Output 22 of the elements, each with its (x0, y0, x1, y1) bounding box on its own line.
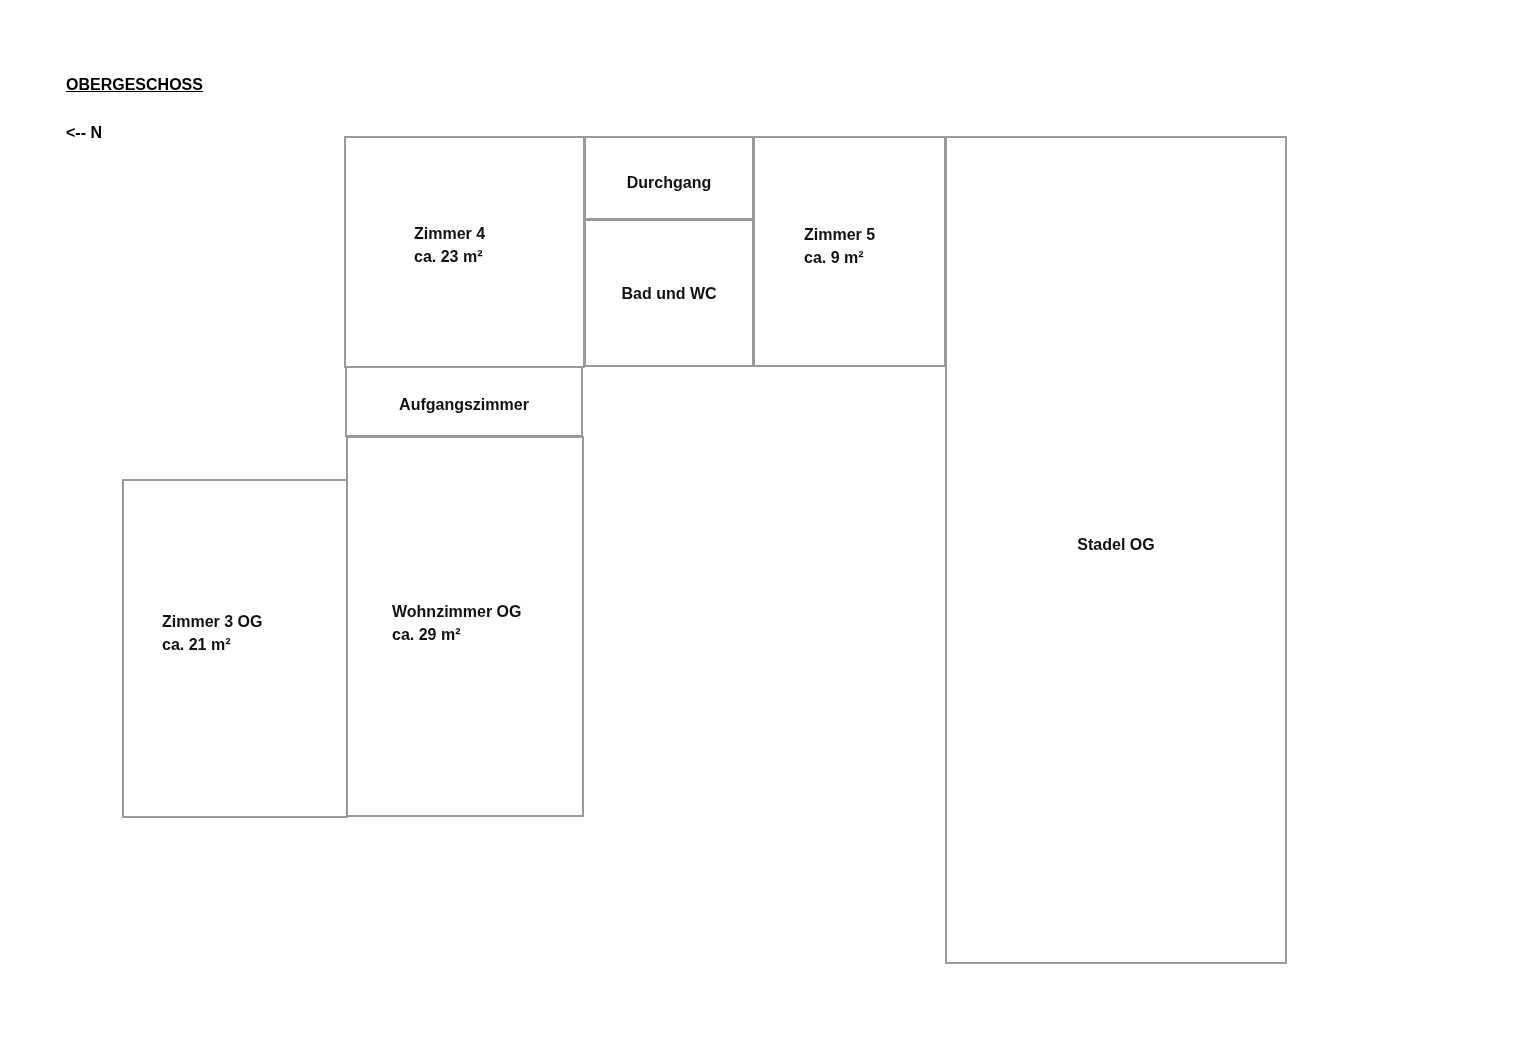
room-outline (345, 366, 583, 437)
room-name: Wohnzimmer OG (392, 602, 522, 622)
room-outline (344, 136, 585, 368)
north-indicator: <-- N (66, 124, 102, 142)
room-area: ca. 23 m² (414, 245, 486, 268)
room-name: Zimmer 3 OG (162, 612, 263, 632)
room-area: ca. 9 m² (804, 246, 876, 269)
room-outline (584, 219, 754, 367)
room-outline (584, 136, 754, 220)
room-name: Durchgang (625, 173, 713, 193)
room-outline (945, 136, 1287, 964)
room-name: Zimmer 4 (414, 224, 486, 244)
room-name: Aufgangszimmer (398, 395, 530, 415)
room-outline (753, 136, 946, 367)
room-name: Bad und WC (620, 284, 718, 304)
room-area: ca. 29 m² (392, 623, 522, 646)
room-area: ca. 21 m² (162, 633, 263, 656)
room-name: Zimmer 5 (804, 225, 876, 245)
room-name: Stadel OG (1076, 535, 1156, 555)
room-outline (346, 436, 584, 817)
room-outline (122, 479, 348, 818)
plan-title: OBERGESCHOSS (66, 76, 203, 94)
